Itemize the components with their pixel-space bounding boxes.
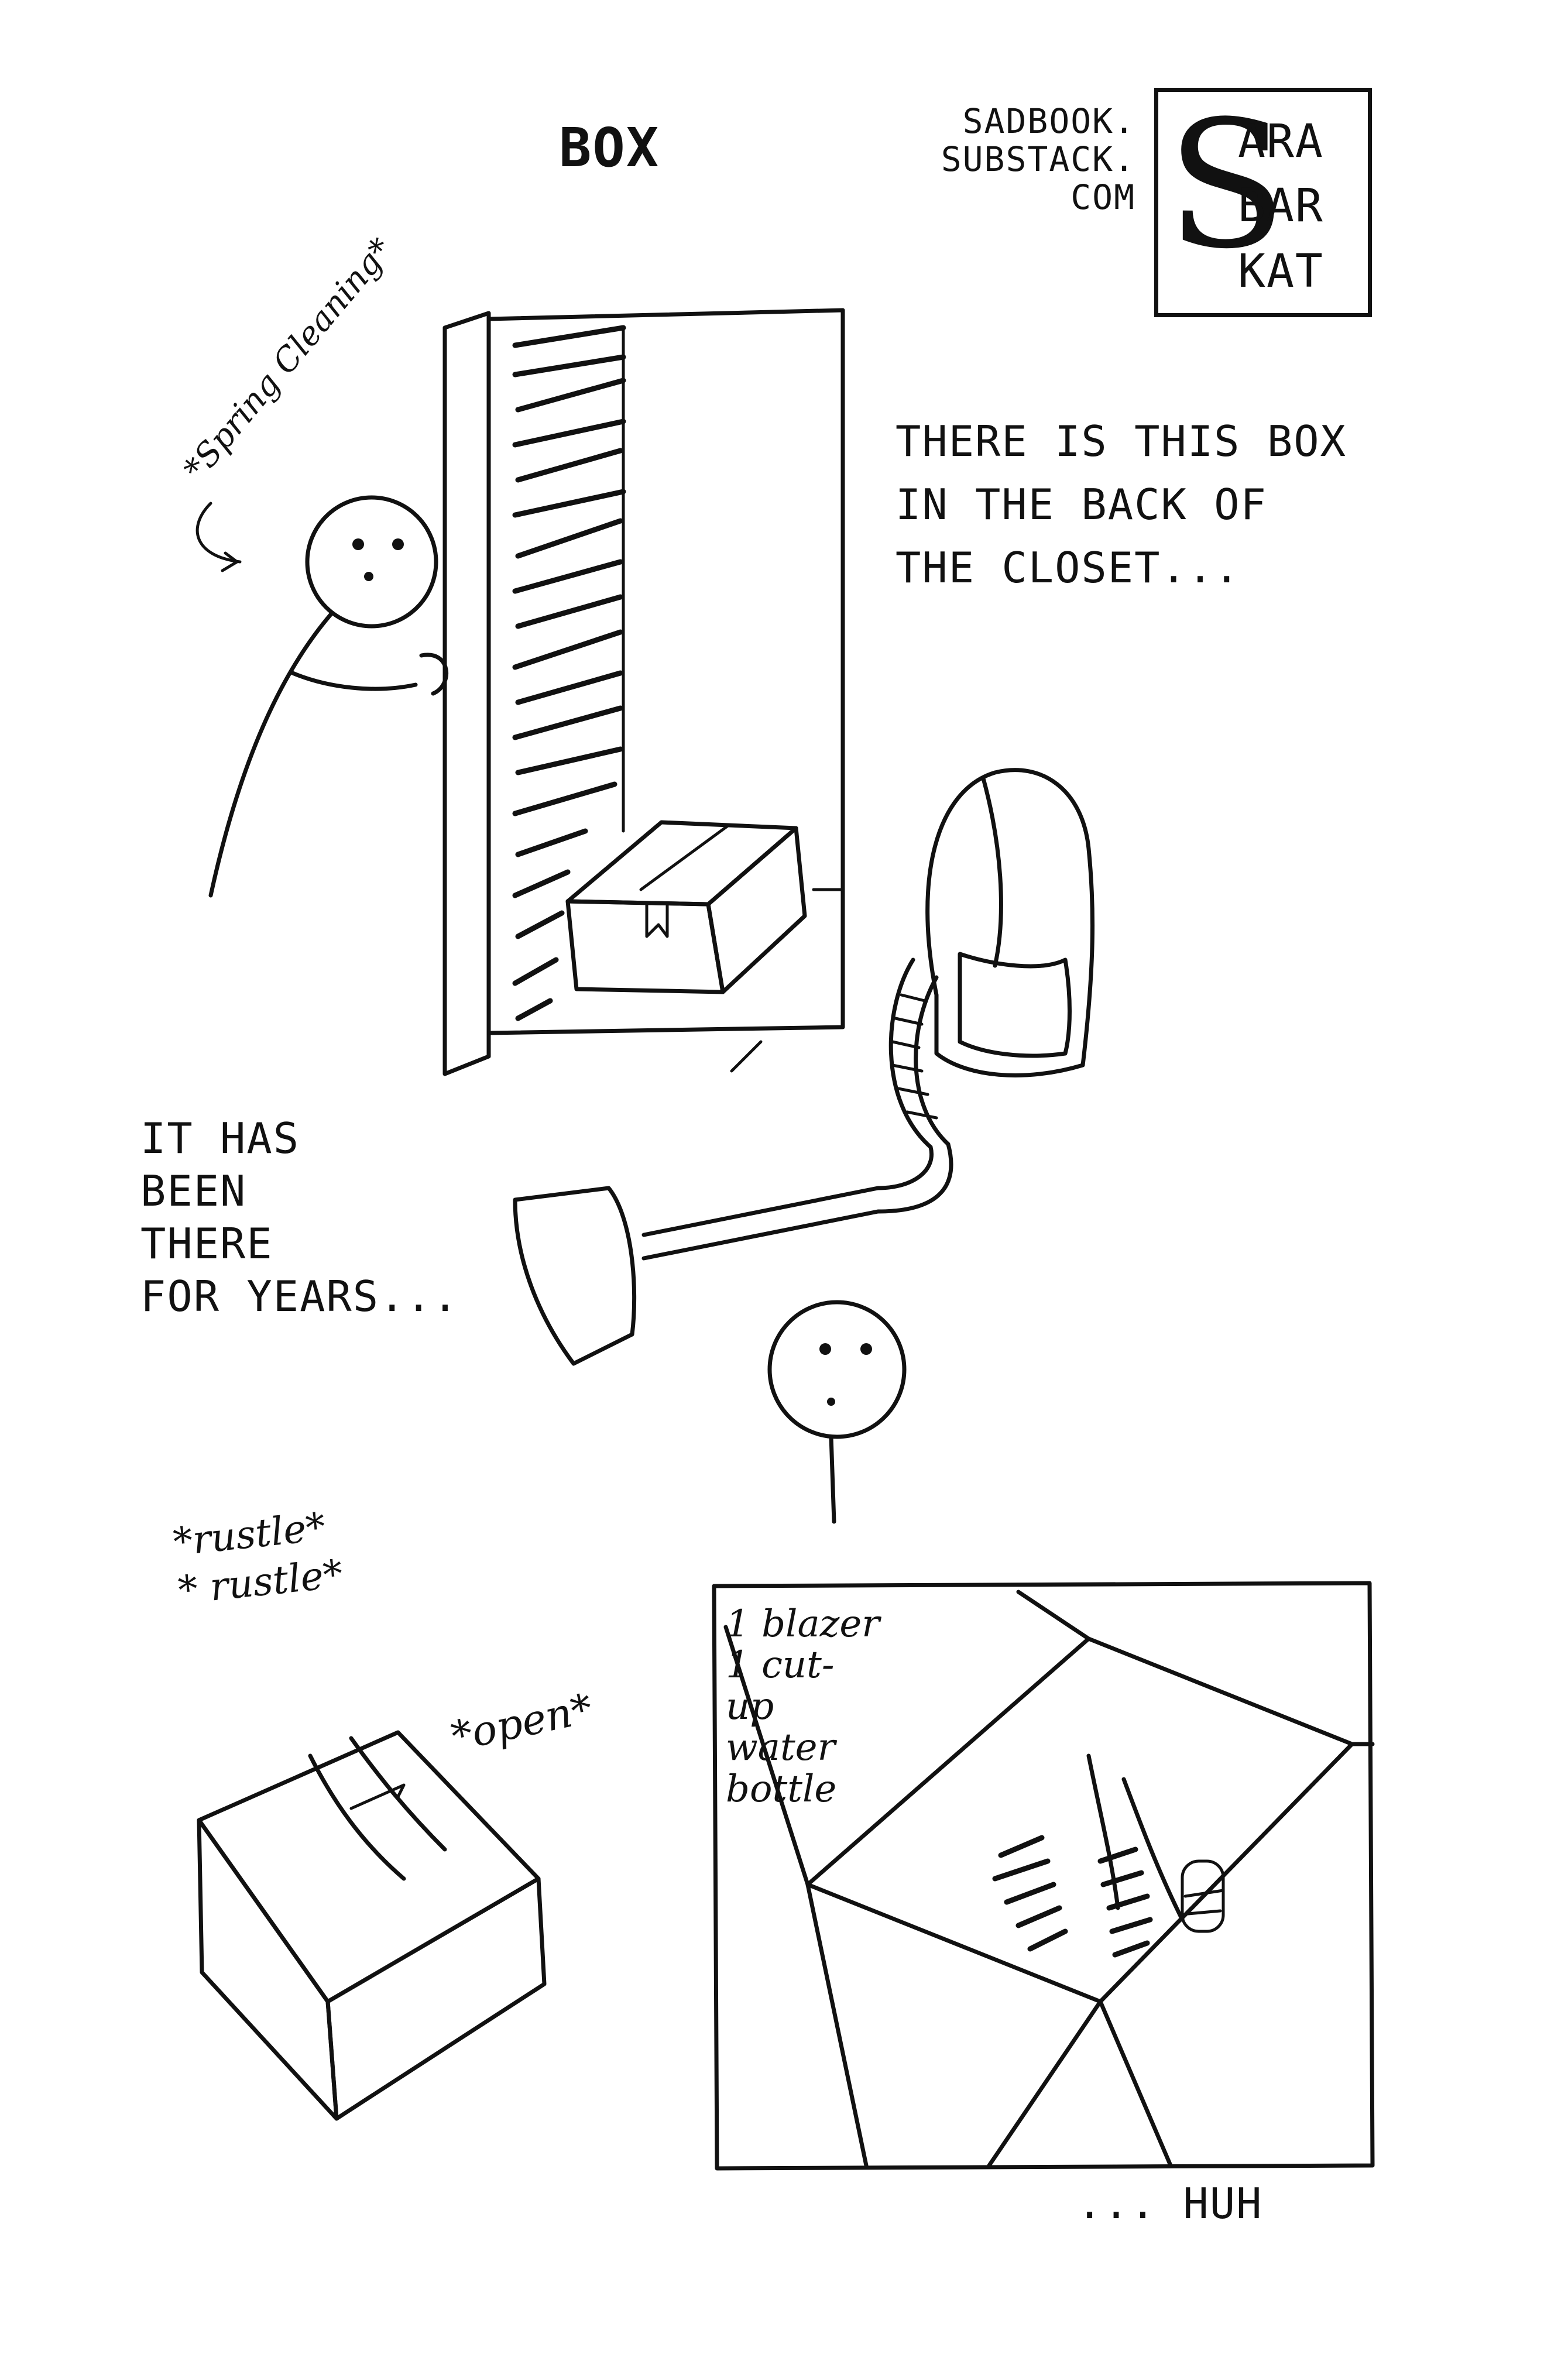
box-contents-list: 1 blazer 1 cut- up water bottle bbox=[726, 1602, 880, 1811]
closet-caption: THERE IS THIS BOX IN THE BACK OF THE CLO… bbox=[895, 417, 1347, 592]
vacuum-cleaner bbox=[513, 768, 1095, 1366]
logo-letter: S bbox=[1166, 83, 1287, 287]
stick-figure-looking bbox=[767, 1300, 907, 1524]
open-box-panel bbox=[712, 1581, 1375, 2171]
author-logo: S ARA BAR KAT bbox=[1154, 88, 1372, 317]
stick-figure-peeking bbox=[195, 495, 448, 898]
logo-line-2: BAR bbox=[1238, 180, 1324, 232]
comic-title: BOX bbox=[559, 116, 660, 179]
rustle-sound: *rustle* * rustle* bbox=[171, 1504, 345, 1613]
closed-box bbox=[197, 1730, 547, 2121]
site-url: SADBOOK. SUBSTACK. COM bbox=[941, 101, 1135, 217]
logo-line-3: KAT bbox=[1238, 245, 1324, 298]
logo-line-1: ARA bbox=[1238, 115, 1324, 168]
box-in-closet bbox=[565, 820, 807, 994]
huh-reaction: ... HUH bbox=[1077, 2179, 1263, 2228]
closet bbox=[442, 308, 845, 1076]
years-caption: IT HAS BEEN THERE FOR YEARS... bbox=[140, 1114, 459, 1321]
